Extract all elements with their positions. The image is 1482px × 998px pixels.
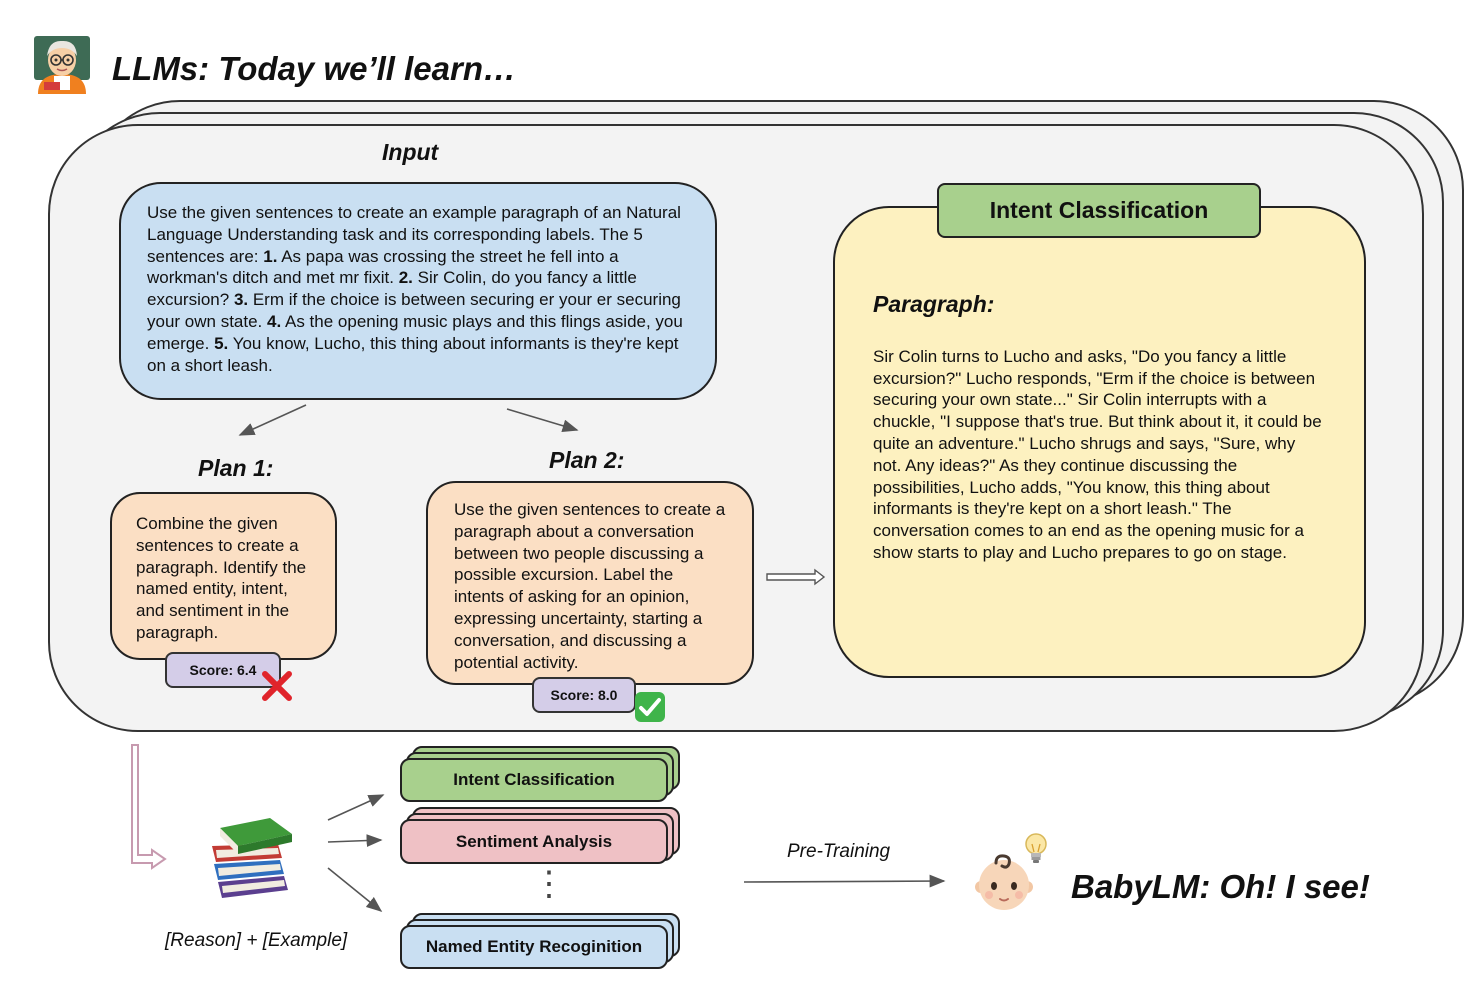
arrow-to-intent-task bbox=[327, 794, 385, 821]
paragraph-text: Sir Colin turns to Lucho and asks, "Do y… bbox=[873, 346, 1322, 562]
prompt-text-segment: Sir Colin, do you fancy a little excursi… bbox=[147, 268, 637, 310]
paragraph-heading: Paragraph: bbox=[873, 291, 995, 317]
output-intent-classification-tag: Intent Classification bbox=[937, 183, 1261, 238]
task-named-entity-recognition: Named Entity Recoginition bbox=[400, 925, 668, 969]
baby-icon bbox=[974, 851, 1034, 915]
books-caption: [Reason] + [Example] bbox=[165, 930, 348, 951]
books-icon bbox=[208, 816, 296, 902]
plan-2-text: Use the given sentences to create a para… bbox=[454, 500, 726, 672]
plan-2-score-badge: Score: 8.0 bbox=[532, 677, 636, 713]
pretraining-label: Pre-Training bbox=[787, 841, 891, 862]
prompt-text-segment: As the opening music plays and this flin… bbox=[147, 311, 683, 353]
arrow-to-ner-task bbox=[327, 867, 383, 913]
teacher-icon bbox=[32, 34, 92, 94]
plan-2-bubble: Use the given sentences to create a para… bbox=[426, 481, 754, 685]
plan-1-text: Combine the given sentences to create a … bbox=[136, 514, 307, 642]
input-prompt-bubble: Use the given sentences to create an exa… bbox=[119, 182, 717, 400]
sentence-number: 4. bbox=[267, 311, 282, 331]
arrow-pretraining bbox=[743, 874, 946, 888]
prompt-text-segment: Use the given sentences to create an exa… bbox=[147, 203, 681, 266]
plan-1-bubble: Combine the given sentences to create a … bbox=[110, 492, 337, 660]
prompt-text-segment: Erm if the choice is between securing er… bbox=[147, 290, 681, 331]
check-mark-icon bbox=[634, 691, 666, 723]
task-intent-classification: Intent Classification bbox=[400, 758, 668, 802]
input-heading: Input bbox=[382, 139, 439, 165]
input-prompt-text: Use the given sentences to create an exa… bbox=[147, 203, 683, 375]
sentence-number: 3. bbox=[233, 290, 249, 310]
cross-mark-icon bbox=[261, 670, 293, 702]
sentence-number: 1. bbox=[263, 246, 278, 266]
sentence-number: 2. bbox=[398, 268, 413, 288]
arrow-to-books bbox=[131, 744, 167, 870]
babylm-text: BabyLM: Oh! I see! bbox=[1071, 868, 1370, 905]
plan-1-heading: Plan 1: bbox=[198, 455, 274, 481]
task-ellipsis: ⋮ bbox=[532, 865, 566, 903]
output-paragraph-bubble: Paragraph: Sir Colin turns to Lucho and … bbox=[833, 206, 1366, 678]
prompt-text-segment: You know, Lucho, this thing about inform… bbox=[147, 333, 679, 375]
page-title: LLMs: Today we’ll learn… bbox=[112, 50, 517, 87]
plan-2-heading: Plan 2: bbox=[549, 447, 625, 473]
plan-1-score-badge: Score: 6.4 bbox=[165, 652, 281, 688]
lightbulb-icon bbox=[1023, 832, 1049, 866]
task-sentiment-analysis: Sentiment Analysis bbox=[400, 819, 668, 864]
arrow-to-sentiment-task bbox=[327, 834, 383, 847]
sentence-number: 5. bbox=[214, 333, 229, 353]
prompt-text-segment: As papa was crossing the street he fell … bbox=[147, 246, 619, 288]
